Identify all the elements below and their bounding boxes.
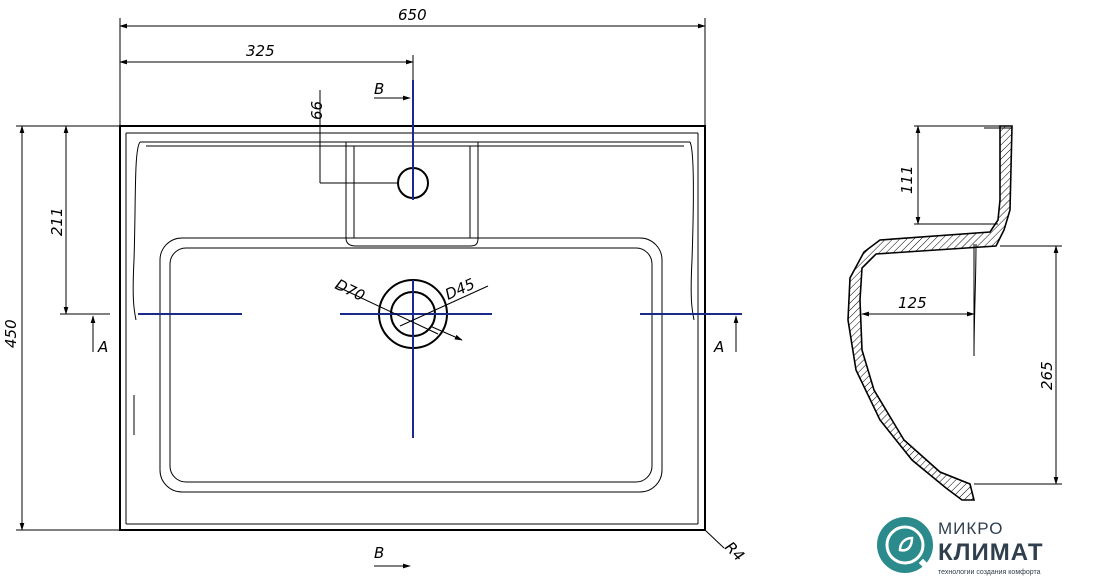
- section-a-right-label: A: [713, 338, 724, 356]
- d45-leader: [399, 285, 489, 327]
- leaf-drop-icon: [877, 517, 933, 573]
- dim-corner-radius: R4: [721, 538, 748, 565]
- section-a-left-label: A: [97, 338, 108, 356]
- dim-drain-inner: D45: [442, 275, 477, 304]
- back-ledge: [132, 141, 695, 321]
- logo-line1: МИКРО: [938, 519, 1004, 538]
- section-b-top-label: B: [374, 80, 384, 98]
- dim-overall-width: 650: [398, 6, 427, 24]
- bowl-inner: [169, 247, 653, 483]
- dim-tap-hole-offset: 66: [308, 101, 326, 120]
- dim-drain-outer: D70: [332, 275, 367, 305]
- dim-overall-depth: 450: [2, 319, 20, 348]
- section-wall-hatch: [847, 125, 1013, 501]
- d70-leader: [335, 285, 439, 335]
- dim-side-height: 111: [898, 165, 916, 194]
- section-b-bottom-label: B: [374, 544, 384, 562]
- plan-view: 650 325 66 B B 450 211 A A D70 D: [2, 6, 748, 569]
- dim-center-offset: 325: [246, 42, 275, 60]
- brand-logo: МИКРО КЛИМАТ технологии создания комфорт…: [876, 513, 1076, 579]
- dim-tap-hole-depth: 211: [48, 207, 66, 236]
- tap-deck: [345, 142, 479, 247]
- dim-side-offset: 125: [898, 294, 927, 312]
- dim-bowl-depth: 265: [1038, 361, 1056, 390]
- section-view: 111 125 265: [847, 125, 1062, 501]
- logo-line2: КЛИМАТ: [938, 539, 1044, 566]
- logo-tagline: технологии создания комфорта: [938, 569, 1041, 576]
- bowl-outer: [159, 237, 663, 493]
